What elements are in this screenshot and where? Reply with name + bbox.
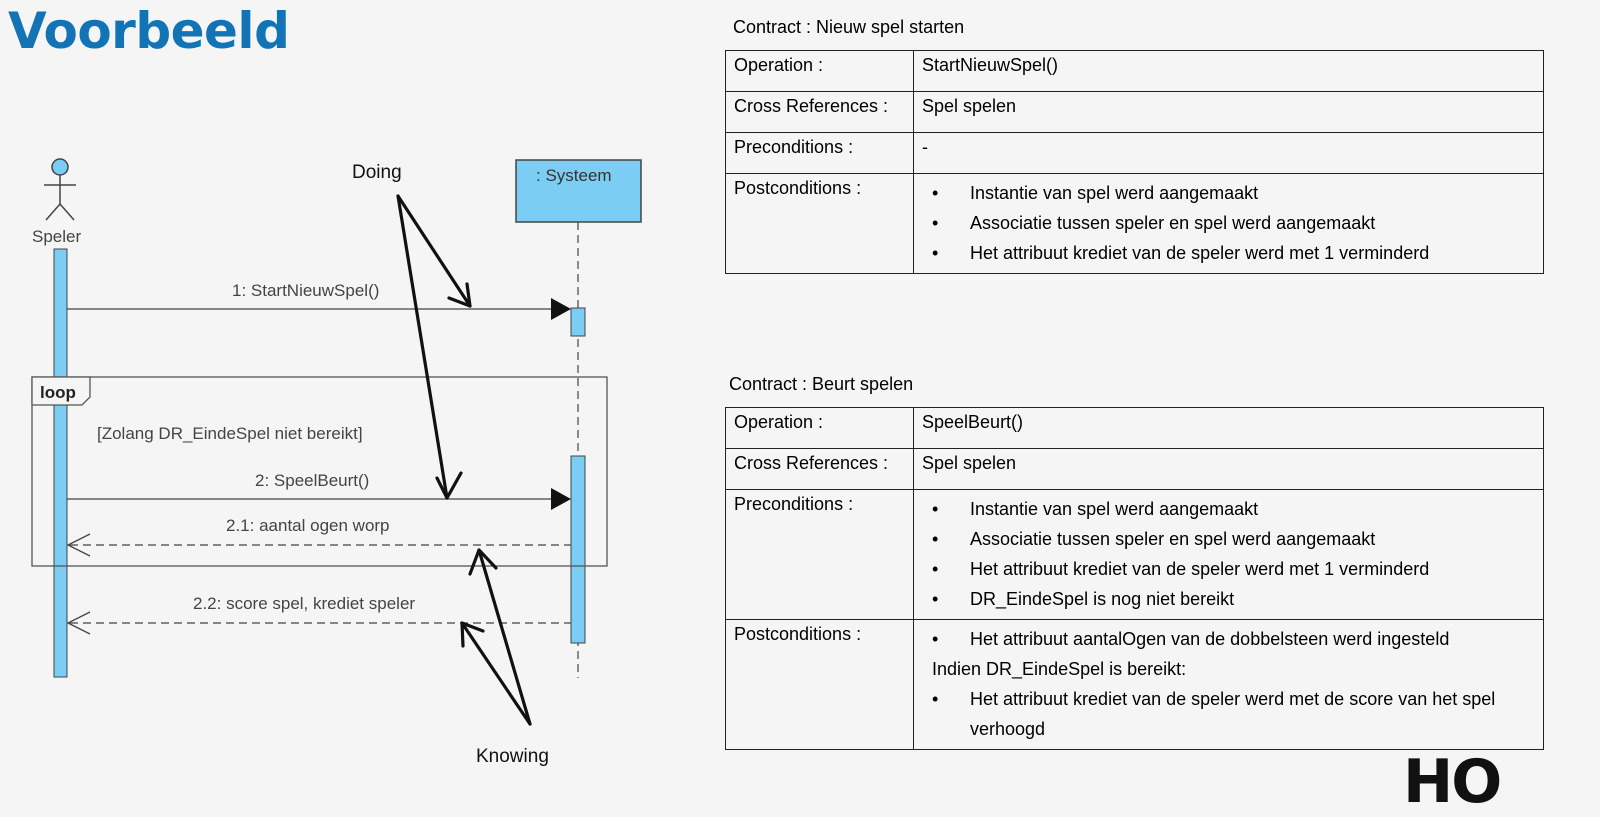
contract-2-post-condition: Indien DR_EindeSpel is bereikt: [932, 659, 1187, 679]
contract-2-pre-list: Instantie van spel werd aangemaakt Assoc… [922, 494, 1535, 614]
contract-1-post-list: Instantie van spel werd aangemaakt Assoc… [922, 178, 1535, 268]
message-arrow-1 [67, 298, 571, 320]
knowing-annotation: Knowing [476, 746, 549, 767]
bullet-item: Associatie tussen speler en spel werd aa… [922, 524, 1535, 554]
message-label-1: 1: StartNieuwSpel() [232, 281, 379, 300]
loop-tag [31, 376, 91, 406]
contract-2-pre-cell: Instantie van spel werd aangemaakt Assoc… [913, 489, 1544, 620]
return-arrow-2-1 [66, 533, 571, 557]
contract-2-crossref-label: Cross References : [725, 448, 914, 490]
contract-1-pre-label: Preconditions : [725, 132, 914, 174]
return-arrow-2-2 [66, 611, 571, 635]
contract-1-crossref-label: Cross References : [725, 91, 914, 133]
contract-2-post-cell: Het attribuut aantalOgen van de dobbelst… [913, 619, 1544, 750]
system-lifeline-box [515, 159, 642, 223]
loop-frame [31, 376, 608, 567]
loop-label: loop [40, 383, 76, 402]
actor-icon [44, 158, 76, 221]
logo: HO [1403, 747, 1502, 817]
return-label-2-2: 2.2: score spel, krediet speler [193, 594, 415, 613]
contract-2-post-label: Postconditions : [725, 619, 914, 750]
bullet-item: Het attribuut krediet van de speler werd… [922, 684, 1535, 744]
message-label-2: 2: SpeelBeurt() [255, 471, 369, 490]
contract-2-operation-label: Operation : [725, 407, 914, 449]
contract-2-title: Contract : Beurt spelen [729, 374, 914, 394]
contract-1-table: Operation : StartNieuwSpel() Cross Refer… [725, 50, 1544, 274]
system-label: : Systeem [536, 166, 612, 185]
contract-1-post-cell: Instantie van spel werd aangemaakt Assoc… [913, 173, 1544, 274]
doing-annotation: Doing [352, 162, 402, 183]
contract-1-crossref-value: Spel spelen [913, 91, 1544, 133]
contract-2-operation-value: SpeelBeurt() [913, 407, 1544, 449]
bullet-item: Associatie tussen speler en spel werd aa… [922, 208, 1535, 238]
sequence-diagram: Speler : Systeem 1: StartNieuwSpel() loo… [31, 158, 642, 767]
contract-2-crossref-value: Spel spelen [913, 448, 1544, 490]
contract-2-post-list-1: Het attribuut aantalOgen van de dobbelst… [922, 624, 1535, 654]
contract-1-operation-value: StartNieuwSpel() [913, 50, 1544, 92]
contract-1-pre-value: - [913, 132, 1544, 174]
bullet-item: DR_EindeSpel is nog niet bereikt [922, 584, 1535, 614]
page-title: Voorbeeld [8, 2, 290, 60]
contract-1-post-label: Postconditions : [725, 173, 914, 274]
contract-2-table: Operation : SpeelBeurt() Cross Reference… [725, 407, 1544, 750]
return-label-2-1: 2.1: aantal ogen worp [226, 516, 390, 535]
contract-1-operation-label: Operation : [725, 50, 914, 92]
bullet-item: Het attribuut krediet van de speler werd… [922, 238, 1535, 268]
doing-arrows [396, 194, 472, 500]
system-activation-bar-2 [570, 455, 586, 644]
contract-2-pre-label: Preconditions : [725, 489, 914, 620]
knowing-arrows [460, 548, 532, 726]
message-arrow-2 [67, 488, 571, 510]
contract-1-title: Contract : Nieuw spel starten [733, 17, 965, 37]
bullet-item: Instantie van spel werd aangemaakt [922, 178, 1535, 208]
actor-label: Speler [32, 227, 81, 246]
loop-guard: [Zolang DR_EindeSpel niet bereikt] [97, 424, 363, 443]
bullet-item: Het attribuut aantalOgen van de dobbelst… [922, 624, 1535, 654]
bullet-item: Het attribuut krediet van de speler werd… [922, 554, 1535, 584]
system-activation-bar-1 [570, 307, 586, 337]
contract-2-post-list-2: Het attribuut krediet van de speler werd… [922, 684, 1535, 744]
bullet-item: Instantie van spel werd aangemaakt [922, 494, 1535, 524]
actor-activation-bar [53, 248, 68, 678]
